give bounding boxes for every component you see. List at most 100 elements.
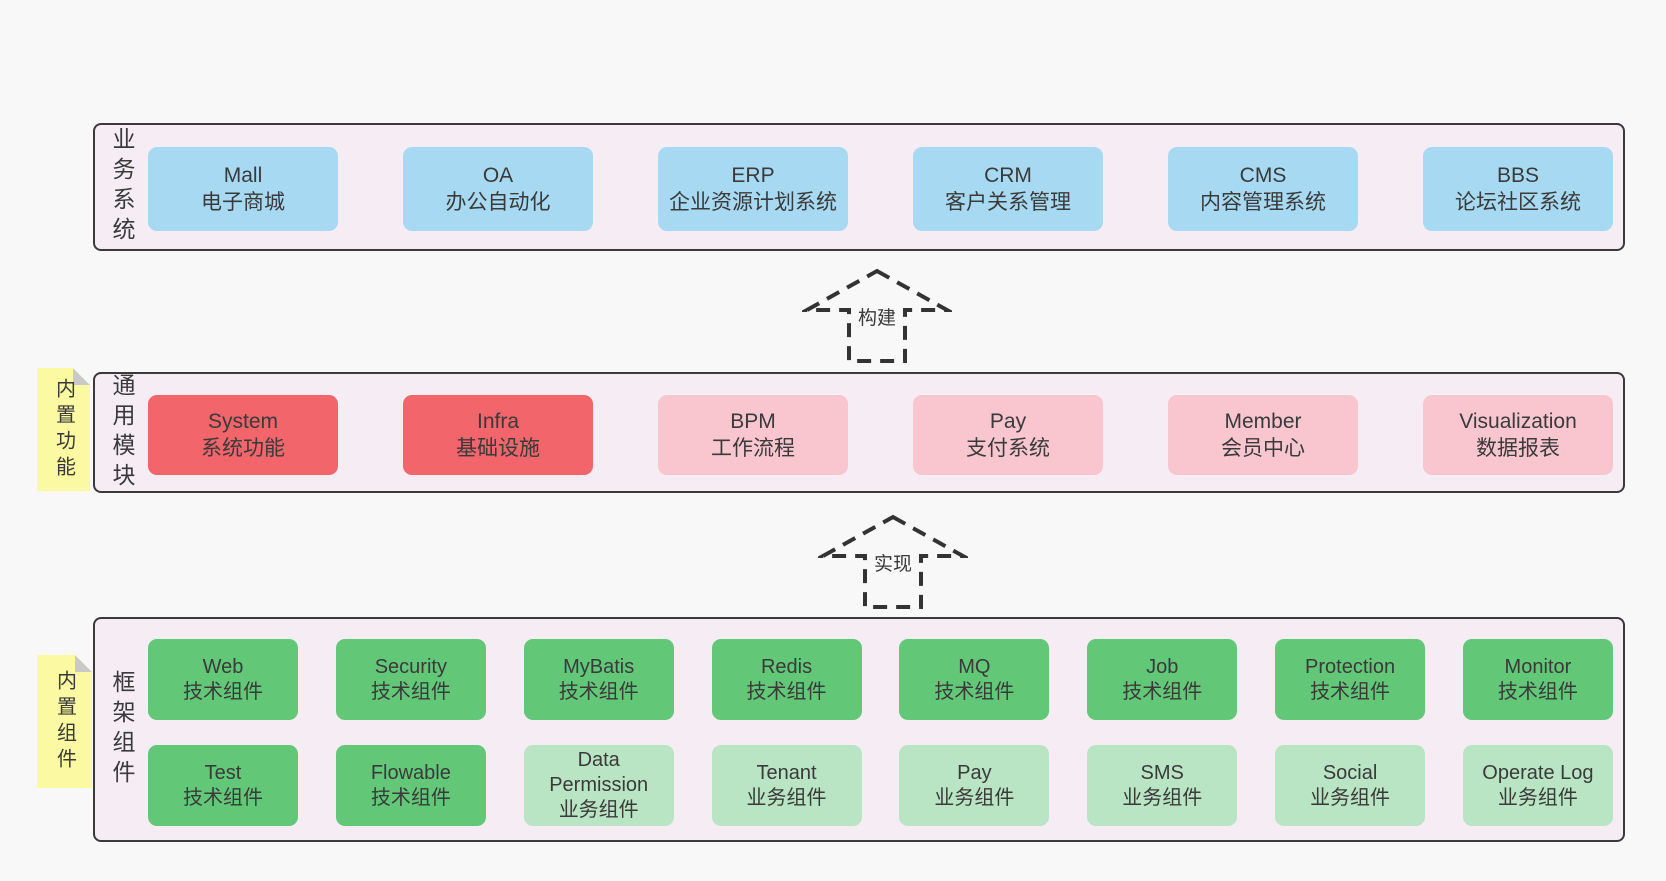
box-title: Protection <box>1305 655 1396 678</box>
box-subtitle: 基础设施 <box>456 437 540 460</box>
sticky-note-builtin-components: 内置组件 <box>37 655 92 788</box>
box-title: Redis <box>760 655 813 678</box>
box-title: Mall <box>223 164 263 187</box>
sticky-note-builtin-functions: 内置功能 <box>37 368 90 491</box>
box-title: SMS <box>1140 761 1184 784</box>
box-subtitle: 内容管理系统 <box>1200 191 1326 214</box>
box-oa: OA 办公自动化 <box>403 147 593 231</box>
box-mall: Mall 电子商城 <box>148 147 338 231</box>
box-row: Mall 电子商城 OA 办公自动化 ERP 企业资源计划系统 CRM 客户关系… <box>148 147 1613 231</box>
band-label: 业务系统 <box>109 127 135 247</box>
sticky-note-label: 内置组件 <box>53 669 76 774</box>
box-crm: CRM 客户关系管理 <box>913 147 1103 231</box>
box-subtitle: 技术组件 <box>558 680 639 703</box>
box-subtitle: 技术组件 <box>934 680 1015 703</box>
box-title: ERP <box>731 164 775 187</box>
box-pay-component: Pay 业务组件 <box>899 745 1050 826</box>
box-subtitle: 技术组件 <box>370 680 451 703</box>
box-mybatis: MyBatis 技术组件 <box>523 639 674 720</box>
box-subtitle: 业务组件 <box>934 786 1015 809</box>
box-monitor: Monitor 技术组件 <box>1462 639 1613 720</box>
box-subtitle: 业务组件 <box>1497 786 1578 809</box>
box-title: Security <box>374 655 447 678</box>
box-subtitle: 业务组件 <box>746 786 827 809</box>
box-tenant: Tenant 业务组件 <box>711 745 862 826</box>
box-subtitle: 技术组件 <box>1497 680 1578 703</box>
box-bpm: BPM 工作流程 <box>658 395 848 475</box>
box-redis: Redis 技术组件 <box>711 639 862 720</box>
box-member: Member 会员中心 <box>1168 395 1358 475</box>
box-pay-system: Pay 支付系统 <box>913 395 1103 475</box>
box-subtitle: 技术组件 <box>746 680 827 703</box>
box-title: Member <box>1224 410 1302 433</box>
box-test: Test 技术组件 <box>148 745 298 826</box>
box-subtitle: 技术组件 <box>1310 680 1391 703</box>
box-visualization: Visualization 数据报表 <box>1423 395 1613 475</box>
box-subtitle: 企业资源计划系统 <box>669 191 837 214</box>
box-row: Test 技术组件 Flowable 技术组件 Data Permission … <box>148 745 1613 826</box>
box-title: Job <box>1146 655 1179 678</box>
box-social: Social 业务组件 <box>1275 745 1426 826</box>
box-title: CMS <box>1239 164 1287 187</box>
box-subtitle: 业务组件 <box>558 799 639 821</box>
box-title: System <box>207 410 278 433</box>
box-subtitle: 技术组件 <box>183 680 263 703</box>
folded-corner-icon <box>73 368 90 385</box>
box-operate-log: Operate Log 业务组件 <box>1462 745 1613 826</box>
arrow-label: 实现 <box>870 548 916 577</box>
box-subtitle: 业务组件 <box>1122 786 1203 809</box>
band-business-systems: 业务系统 Mall 电子商城 OA 办公自动化 ERP 企业资源计划系统 CRM… <box>93 123 1625 251</box>
box-subtitle: 数据报表 <box>1476 437 1560 460</box>
sticky-note-label: 内置功能 <box>52 377 75 482</box>
box-protection: Protection 技术组件 <box>1275 639 1426 720</box>
folded-corner-icon <box>75 655 92 672</box>
box-job: Job 技术组件 <box>1087 639 1238 720</box>
box-subtitle: 技术组件 <box>183 786 263 809</box>
band-common-modules: 通用模块 System 系统功能 Infra 基础设施 BPM 工作流程 Pay… <box>93 372 1625 493</box>
box-title: Flowable <box>370 761 451 784</box>
box-data-permission: Data Permission 业务组件 <box>523 745 674 826</box>
arrow-implement: 实现 <box>818 512 968 612</box>
box-cms: CMS 内容管理系统 <box>1168 147 1358 231</box>
box-title: Visualization <box>1459 410 1577 433</box>
box-title: Pay <box>989 410 1027 433</box>
box-subtitle: 工作流程 <box>711 437 795 460</box>
band-label: 框架组件 <box>109 669 135 790</box>
arrow-build: 构建 <box>802 266 952 366</box>
box-sms: SMS 业务组件 <box>1087 745 1238 826</box>
box-title: Test <box>204 761 242 784</box>
arrow-label: 构建 <box>854 302 900 331</box>
box-title: Web <box>202 655 244 678</box>
box-title: CRM <box>984 164 1032 187</box>
box-erp: ERP 企业资源计划系统 <box>658 147 848 231</box>
box-subtitle: 技术组件 <box>370 786 451 809</box>
box-title: BBS <box>1496 164 1540 187</box>
box-system: System 系统功能 <box>148 395 338 475</box>
box-security: Security 技术组件 <box>335 639 486 720</box>
box-subtitle: 电子商城 <box>201 191 285 214</box>
band-framework-components: 框架组件 Web 技术组件 Security 技术组件 MyBatis 技术组件… <box>93 617 1625 842</box>
box-title: OA <box>482 164 514 187</box>
box-web: Web 技术组件 <box>148 639 298 720</box>
box-subtitle: 技术组件 <box>1122 680 1203 703</box>
box-title: BPM <box>730 410 776 433</box>
box-title: Infra <box>476 410 520 433</box>
box-subtitle: 支付系统 <box>966 437 1050 460</box>
box-row: Web 技术组件 Security 技术组件 MyBatis 技术组件 Redi… <box>148 639 1613 720</box>
box-flowable: Flowable 技术组件 <box>335 745 486 826</box>
box-subtitle: 会员中心 <box>1221 437 1305 460</box>
box-row: System 系统功能 Infra 基础设施 BPM 工作流程 Pay 支付系统… <box>148 395 1613 475</box>
box-title: Social <box>1322 761 1378 784</box>
band-label: 通用模块 <box>109 372 135 493</box>
box-title: MyBatis <box>563 655 635 678</box>
box-title: Pay <box>957 761 992 784</box>
box-subtitle: 业务组件 <box>1310 786 1391 809</box>
box-title: MQ <box>958 655 991 678</box>
box-title: Data Permission <box>549 749 649 796</box>
box-title: Tenant <box>756 761 817 784</box>
box-bbs: BBS 论坛社区系统 <box>1423 147 1613 231</box>
box-subtitle: 系统功能 <box>201 437 285 460</box>
box-mq: MQ 技术组件 <box>899 639 1050 720</box>
box-subtitle: 客户关系管理 <box>945 191 1071 214</box>
